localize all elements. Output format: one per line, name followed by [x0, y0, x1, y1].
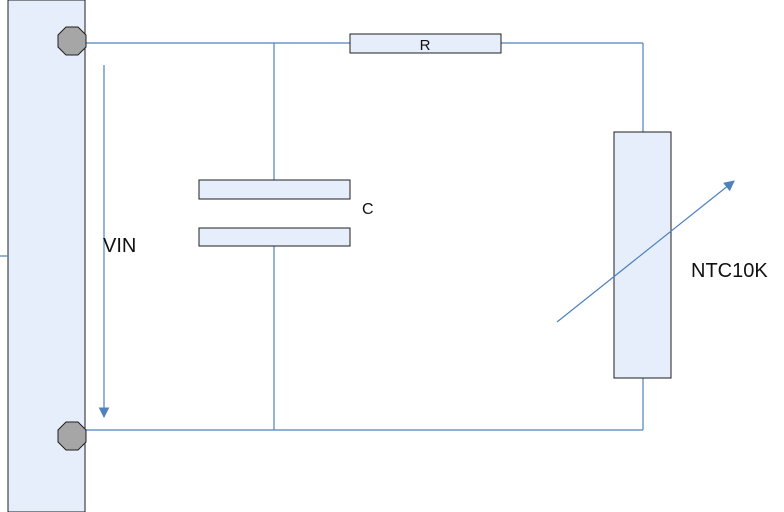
terminal-bottom	[57, 421, 87, 451]
capacitor-plate-bottom	[198, 227, 351, 247]
variable-arrow-icon	[556, 180, 735, 323]
vin-label: VIN	[103, 235, 136, 257]
resistor-label: R	[420, 37, 431, 54]
terminal-top	[57, 26, 87, 56]
capacitor-plate-top	[198, 179, 351, 200]
resistor-body	[349, 33, 502, 54]
capacitor-label: C	[362, 201, 374, 218]
thermistor-label: NTC10K	[691, 260, 768, 282]
thermistor-body	[613, 131, 672, 379]
